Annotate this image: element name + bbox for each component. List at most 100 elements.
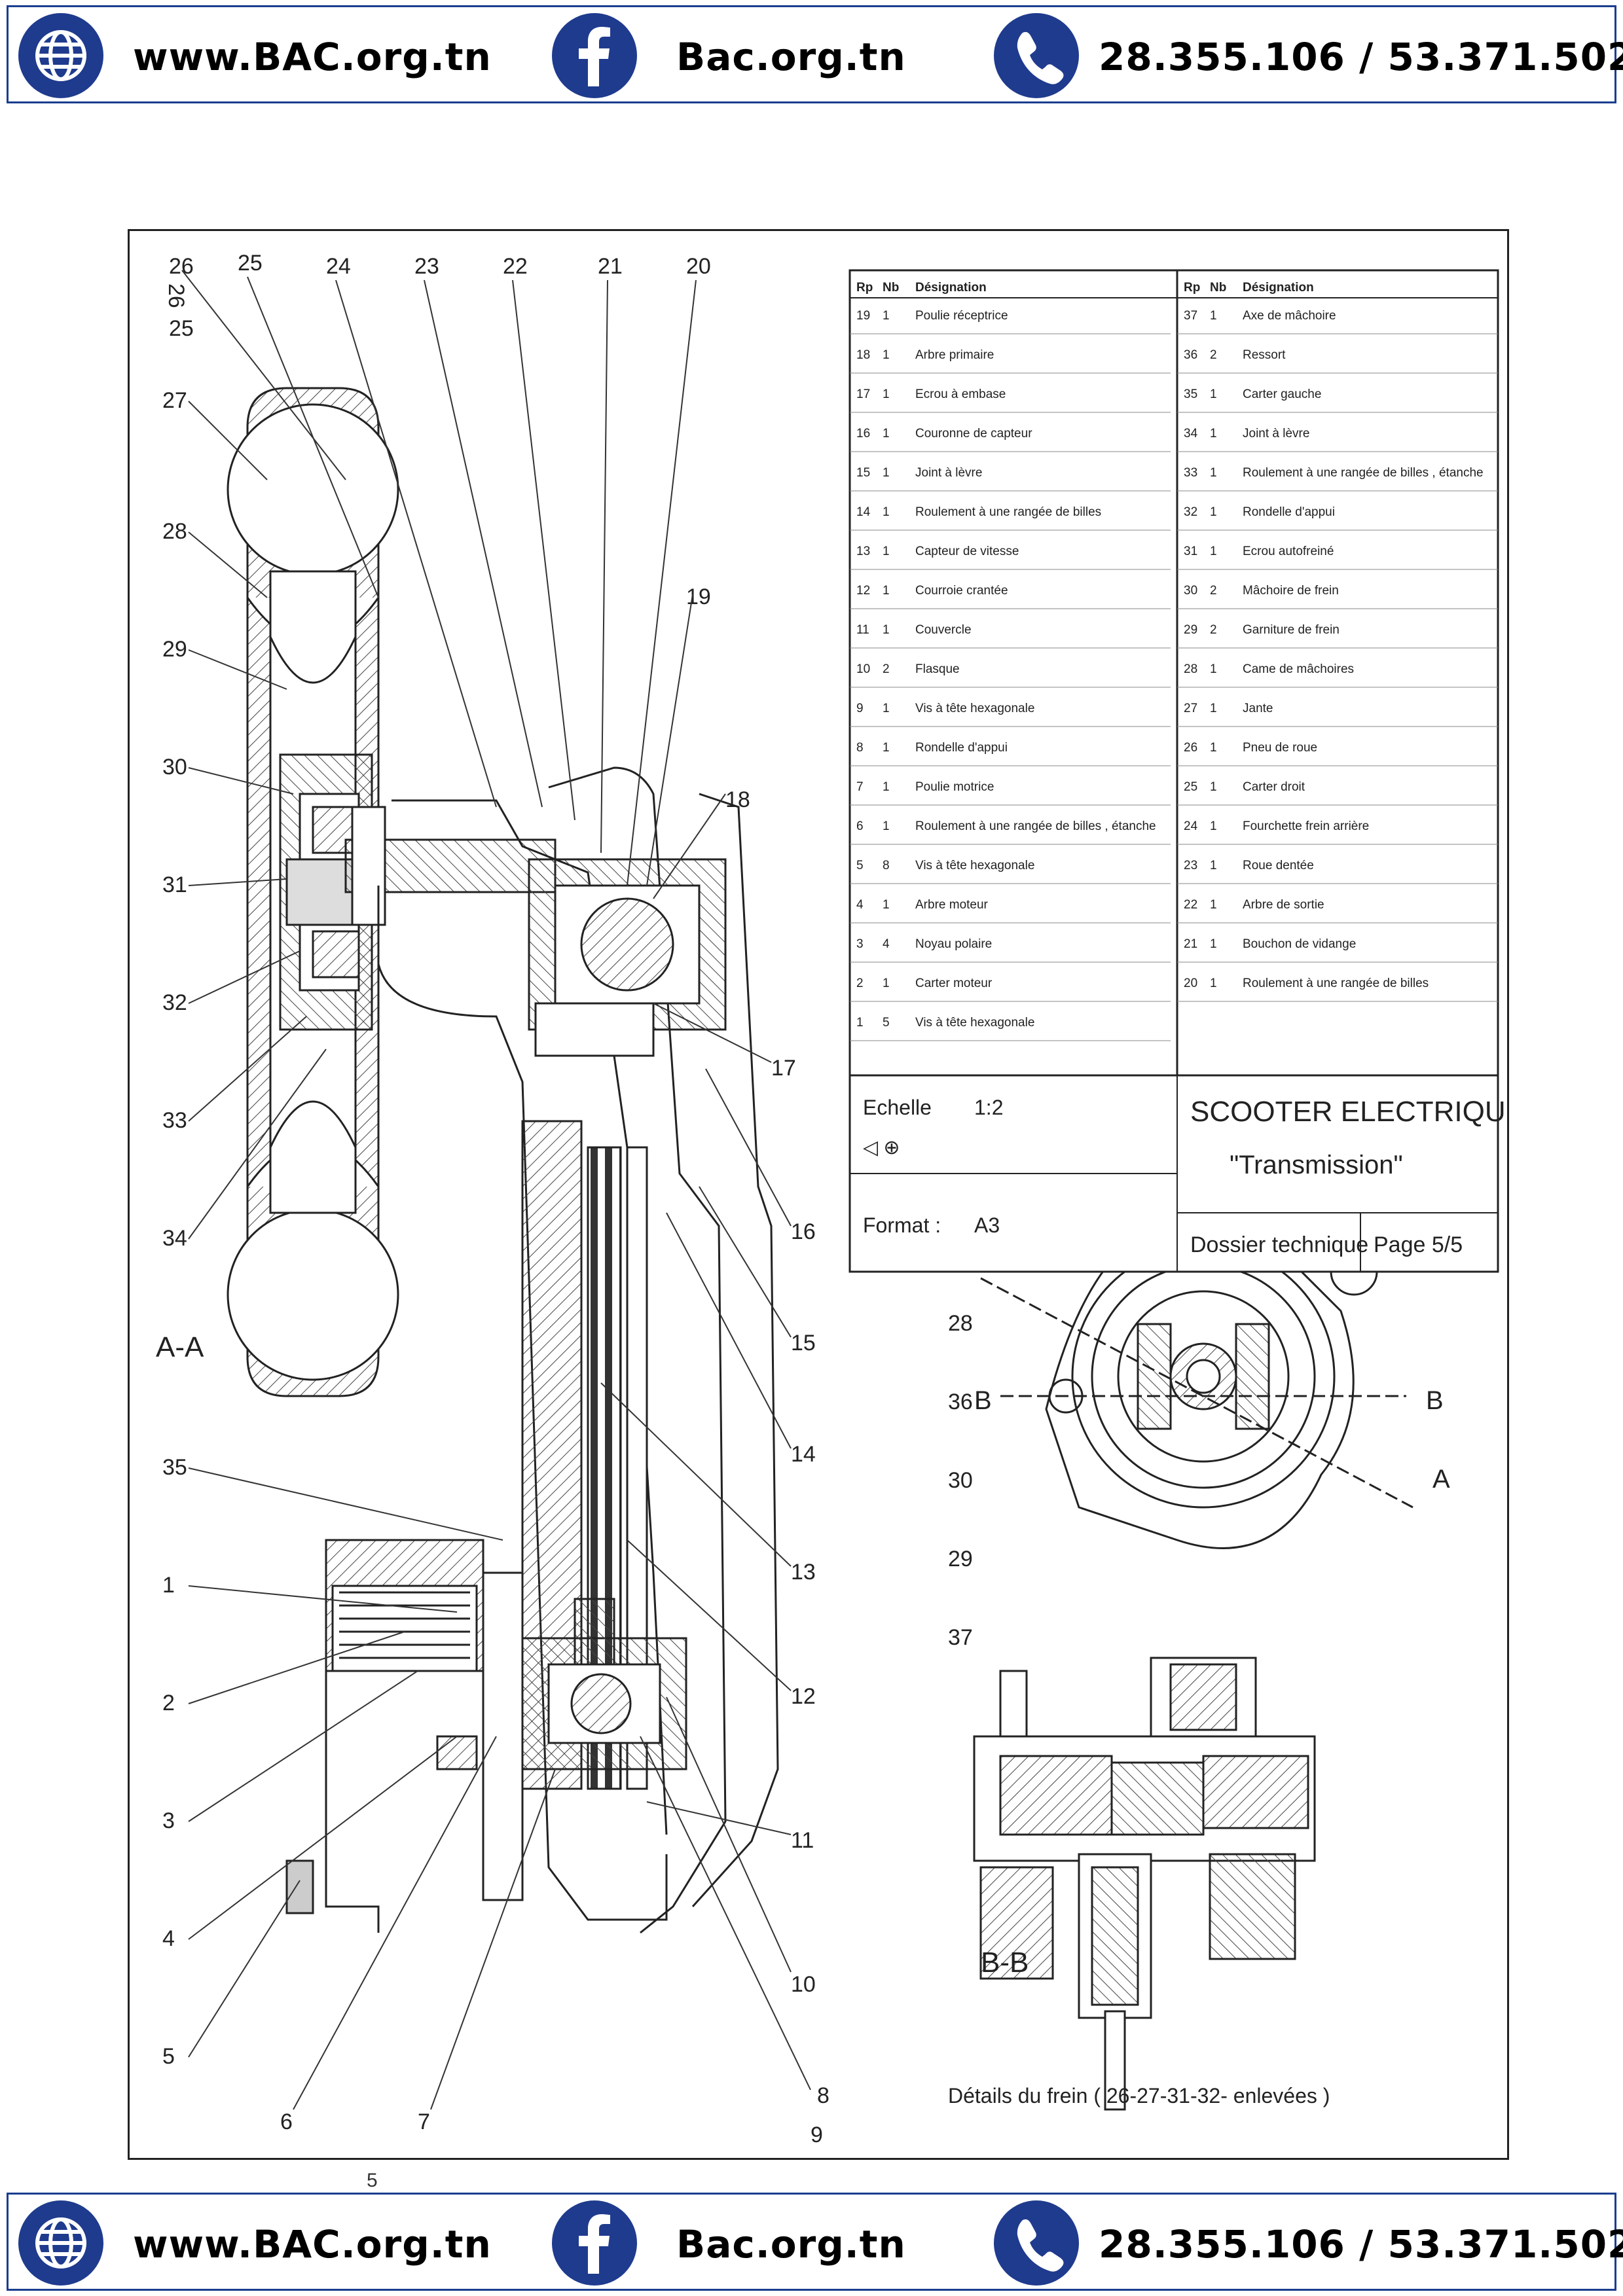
callout-35: 35 xyxy=(162,1455,187,1480)
table-cell-rp: 8 xyxy=(856,741,864,755)
table-cell-designation: Poulie motrice xyxy=(915,780,994,794)
table-cell-nb: 1 xyxy=(1210,977,1217,990)
table-cell-rp: 37 xyxy=(1184,309,1197,323)
callout-28: 28 xyxy=(162,519,187,544)
table-cell-rp: 23 xyxy=(1184,859,1197,872)
table-cell-rp: 20 xyxy=(1184,977,1197,990)
table-cell-designation: Roue dentée xyxy=(1243,859,1314,872)
table-cell-nb: 1 xyxy=(883,780,890,794)
table-cell-rp: 34 xyxy=(1184,427,1198,440)
table-cell-rp: 15 xyxy=(856,466,870,480)
scale-value: 1:2 xyxy=(974,1096,1003,1119)
scale-label: Echelle xyxy=(863,1096,932,1119)
section-bb-view xyxy=(973,1657,1316,2111)
table-cell-rp: 12 xyxy=(856,584,870,598)
callout-21: 21 xyxy=(598,254,623,279)
table-cell-designation: Arbre moteur xyxy=(915,898,989,912)
callout-25: 25 xyxy=(238,251,263,276)
table-cell-designation: Arbre primaire xyxy=(915,348,994,362)
phone-icon xyxy=(994,2200,1079,2286)
table-cell-designation: Joint à lèvre xyxy=(915,466,982,480)
table-cell-nb: 1 xyxy=(1210,466,1217,480)
table-cell-rp: 35 xyxy=(1184,387,1197,401)
table-cell-designation: Fourchette frein arrière xyxy=(1243,819,1369,833)
callout-8: 8 xyxy=(817,2083,830,2108)
table-cell-designation: Ecrou autofreiné xyxy=(1243,545,1334,558)
table-cell-designation: Ressort xyxy=(1243,348,1286,362)
table-cell-designation: Mâchoire de frein xyxy=(1243,584,1339,598)
table-cell-nb: 1 xyxy=(883,466,890,480)
table-cell-designation: Rondelle d'appui xyxy=(915,741,1008,755)
callout-12: 12 xyxy=(791,1684,816,1709)
website-link[interactable]: www.BAC.org.tn xyxy=(133,35,492,79)
globe-icon xyxy=(18,13,103,98)
table-a-header-designation: Désignation xyxy=(915,281,987,295)
table-b-header-nb: Nb xyxy=(1210,281,1226,295)
callout-31: 31 xyxy=(162,872,187,897)
callout-6: 6 xyxy=(280,2109,293,2134)
table-cell-nb: 1 xyxy=(1210,505,1217,519)
table-cell-rp: 33 xyxy=(1184,466,1197,480)
table-cell-rp: 5 xyxy=(856,859,864,872)
table-cell-nb: 1 xyxy=(883,898,890,912)
table-cell-nb: 1 xyxy=(1210,819,1217,833)
callout-26: 26 xyxy=(164,283,189,308)
table-cell-nb: 1 xyxy=(1210,309,1217,323)
callout-1: 1 xyxy=(162,1573,175,1598)
table-cell-designation: Garniture de frein xyxy=(1243,623,1340,637)
table-cell-designation: Courroie crantée xyxy=(915,584,1008,598)
callout-16: 16 xyxy=(791,1219,816,1244)
table-cell-rp: 6 xyxy=(856,819,864,833)
table-cell-designation: Vis à tête hexagonale xyxy=(915,1016,1034,1030)
table-cell-designation: Vis à tête hexagonale xyxy=(915,859,1034,872)
table-cell-nb: 1 xyxy=(883,702,890,715)
table-cell-designation: Ecrou à embase xyxy=(915,387,1006,401)
table-cell-nb: 2 xyxy=(1210,623,1217,637)
phone-number[interactable]: 28.355.106 / 53.371.502 xyxy=(1099,2222,1623,2267)
phone-number[interactable]: 28.355.106 / 53.371.502 xyxy=(1099,35,1623,79)
table-cell-rp: 21 xyxy=(1184,937,1197,951)
table-cell-rp: 29 xyxy=(1184,623,1197,637)
table-cell-nb: 2 xyxy=(883,662,890,676)
table-cell-rp: 1 xyxy=(856,1016,864,1030)
table-cell-nb: 1 xyxy=(883,977,890,990)
format-label: Format : xyxy=(863,1213,941,1237)
table-cell-designation: Capteur de vitesse xyxy=(915,545,1019,558)
table-cell-nb: 1 xyxy=(1210,741,1217,755)
facebook-icon xyxy=(552,2200,637,2286)
table-cell-nb: 1 xyxy=(1210,387,1217,401)
table-cell-designation: Poulie réceptrice xyxy=(915,309,1008,323)
website-link[interactable]: www.BAC.org.tn xyxy=(133,2222,492,2267)
projection-symbol: ◁ ⊕ xyxy=(863,1137,900,1158)
table-cell-designation: Couronne de capteur xyxy=(915,427,1032,440)
callout-13: 13 xyxy=(791,1560,816,1585)
table-cell-rp: 25 xyxy=(1184,780,1197,794)
callout-24: 24 xyxy=(326,254,351,279)
table-cell-nb: 1 xyxy=(1210,702,1217,715)
callout-20: 20 xyxy=(686,254,711,279)
globe-icon xyxy=(18,2200,103,2286)
page-label: Page 5/5 xyxy=(1374,1232,1463,1257)
brake-detail-caption: Détails du frein ( 26-27-31-32- enlevées… xyxy=(948,2084,1330,2108)
table-cell-rp: 17 xyxy=(856,387,870,401)
callout-22: 22 xyxy=(503,254,528,279)
table-cell-rp: 36 xyxy=(1184,348,1197,362)
table-cell-nb: 1 xyxy=(883,623,890,637)
table-b-header-rp: Rp xyxy=(1184,281,1200,295)
facebook-link[interactable]: Bac.org.tn xyxy=(676,35,906,79)
callout-3: 3 xyxy=(162,1808,175,1833)
callout-4: 4 xyxy=(162,1926,175,1951)
table-a-header-nb: Nb xyxy=(883,281,899,295)
table-cell-rp: 32 xyxy=(1184,505,1197,519)
format-value: A3 xyxy=(974,1213,1000,1237)
facebook-link[interactable]: Bac.org.tn xyxy=(676,2222,906,2267)
table-cell-designation: Roulement à une rangée de billes xyxy=(915,505,1101,519)
callout-18: 18 xyxy=(725,787,750,812)
table-cell-rp: 9 xyxy=(856,702,864,715)
table-cell-nb: 1 xyxy=(1210,662,1217,676)
table-cell-nb: 5 xyxy=(883,1016,890,1030)
table-cell-rp: 13 xyxy=(856,545,870,558)
title-block: SCOOTER ELECTRIQUE "Transmission" Echell… xyxy=(848,1074,1507,1273)
callout-9: 9 xyxy=(811,2123,823,2147)
